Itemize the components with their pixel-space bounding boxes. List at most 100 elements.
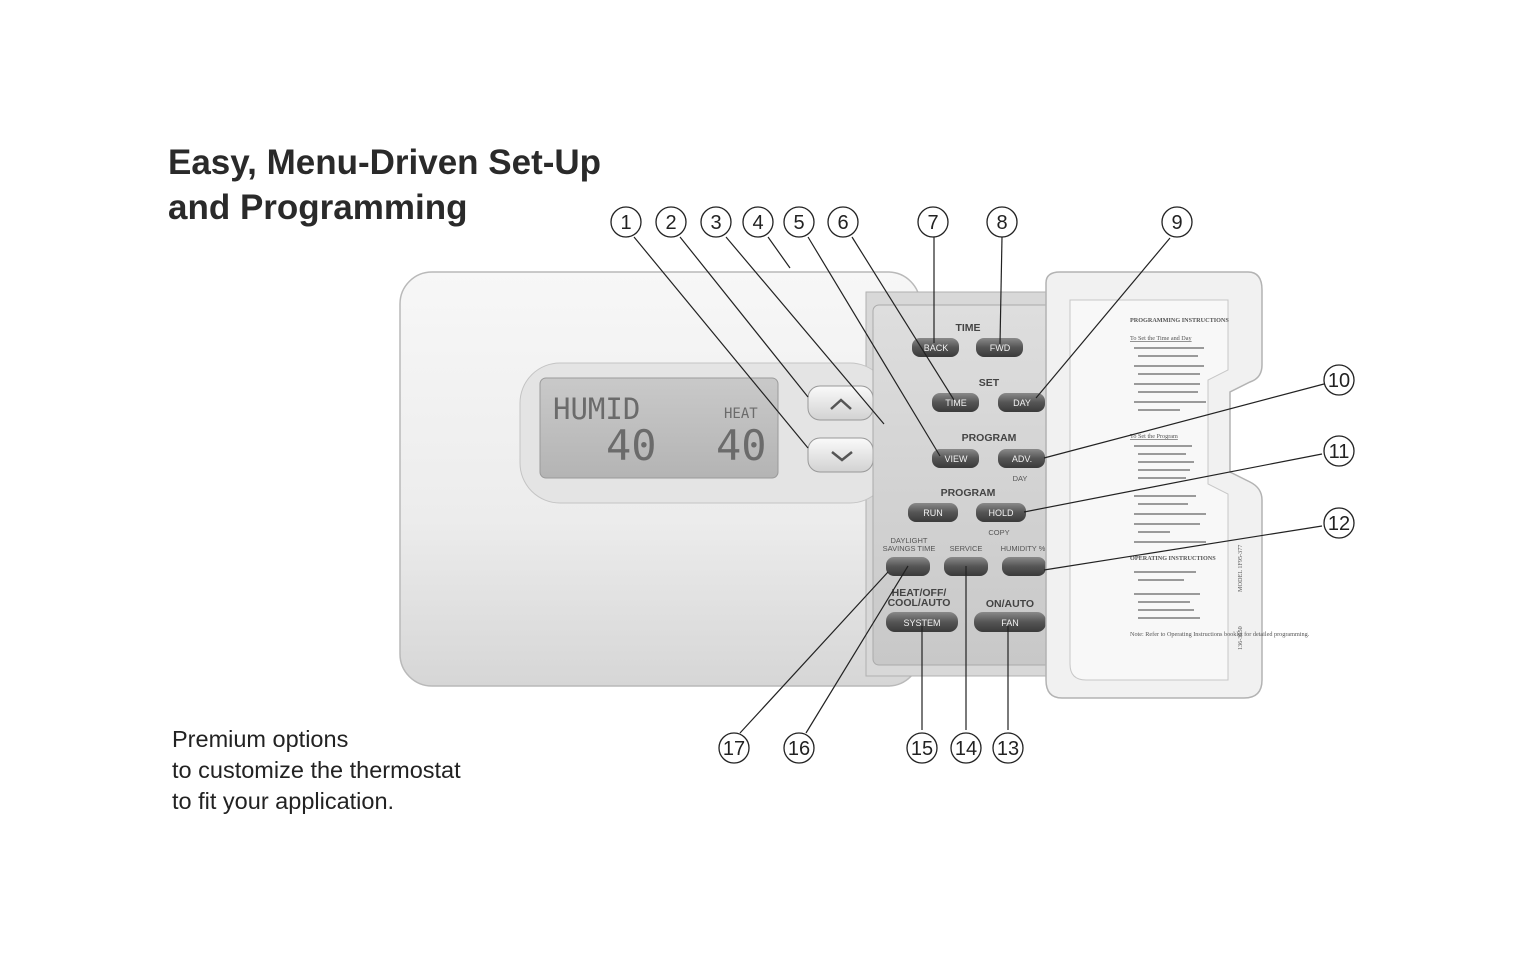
back-button-label: BACK <box>924 343 949 353</box>
callout-13: 13 <box>992 732 1024 764</box>
lcd-display: HUMID 40 HEAT 40 <box>519 362 891 504</box>
callout-10-number: 10 <box>1328 370 1350 392</box>
view-button-label: VIEW <box>944 454 968 464</box>
callout-16: 16 <box>783 732 815 764</box>
callout-11-number: 11 <box>1329 441 1350 463</box>
humidity-label: HUMIDITY % <box>1001 544 1046 553</box>
callout-5-number: 5 <box>793 212 804 234</box>
callout-15-number: 15 <box>911 738 933 760</box>
callout-2-number: 2 <box>665 212 676 234</box>
card-note: Note: Refer to Operating Instructions bo… <box>1130 631 1310 638</box>
caption-line-1: Premium options <box>172 726 349 752</box>
group-label-time: TIME <box>955 322 980 334</box>
daylight-label-2: SAVINGS TIME <box>883 544 936 553</box>
headline: Easy, Menu-Driven Set-Up and Programming <box>168 140 601 230</box>
callout-12: 12 <box>1323 507 1355 539</box>
callout-1-number: 1 <box>620 212 631 234</box>
set-day-button-label: DAY <box>1013 398 1031 408</box>
caption-line-3: to fit your application. <box>172 788 395 814</box>
headline-line-1: Easy, Menu-Driven Set-Up <box>168 143 602 182</box>
callout-7-number: 7 <box>927 212 938 234</box>
callout-3: 3 <box>700 206 732 238</box>
callout-9: 9 <box>1161 206 1193 238</box>
system-button-label: SYSTEM <box>903 618 940 628</box>
card-section-program: To Set the Program <box>1130 433 1178 440</box>
run-button[interactable]: RUN <box>908 503 958 522</box>
card-section-time-day: To Set the Time and Day <box>1130 335 1193 342</box>
callout-15: 15 <box>906 732 938 764</box>
callout-4: 4 <box>742 206 774 238</box>
callout-14-number: 14 <box>955 738 977 760</box>
callout-13-number: 13 <box>997 738 1019 760</box>
card-text-lines-2 <box>1134 445 1206 543</box>
card-text-lines-3 <box>1134 571 1200 619</box>
card-text-lines-1 <box>1134 347 1206 411</box>
lcd-heat-label: HEAT <box>724 406 758 422</box>
callout-6-number: 6 <box>837 212 848 234</box>
card-part-number: 136-3050 <box>1237 626 1244 650</box>
fan-group-label: ON/AUTO <box>986 598 1034 610</box>
callout-14: 14 <box>950 732 982 764</box>
callout-3-number: 3 <box>710 212 721 234</box>
service-label: SERVICE <box>950 544 983 553</box>
set-time-button[interactable]: TIME <box>932 393 979 412</box>
day-sublabel: DAY <box>1013 474 1028 483</box>
set-day-button[interactable]: DAY <box>998 393 1045 412</box>
instruction-card: PROGRAMMING INSTRUCTIONS To Set the Time… <box>1130 317 1310 650</box>
view-button[interactable]: VIEW <box>932 449 979 468</box>
group-label-program-2: PROGRAM <box>941 487 996 499</box>
callout-7: 7 <box>917 206 949 238</box>
fan-button-label: FAN <box>1001 618 1019 628</box>
callout-4-number: 4 <box>752 212 763 234</box>
humidity-button[interactable] <box>1002 557 1046 576</box>
lcd-humid-label: HUMID <box>553 392 640 426</box>
adv-day-button[interactable]: ADV. <box>998 449 1045 468</box>
up-arrow-button[interactable] <box>807 385 874 421</box>
lcd-heat-value: 40 <box>716 421 767 470</box>
set-time-button-label: TIME <box>945 398 967 408</box>
system-group-label-1: HEAT/OFF/ <box>892 587 947 599</box>
callout-6: 6 <box>827 206 859 238</box>
card-section-operating: OPERATING INSTRUCTIONS <box>1130 555 1216 562</box>
down-arrow-button[interactable] <box>807 437 874 473</box>
door-cover[interactable] <box>1045 271 1263 699</box>
fwd-button-label: FWD <box>990 343 1011 353</box>
hold-button-label: HOLD <box>988 508 1014 518</box>
group-label-program: PROGRAM <box>962 432 1017 444</box>
callout-5: 5 <box>783 206 815 238</box>
back-button[interactable]: BACK <box>912 338 959 357</box>
adv-day-button-label: ADV. <box>1012 454 1032 464</box>
system-group-label-2: COOL/AUTO <box>888 597 951 609</box>
callout-17-number: 17 <box>723 738 745 760</box>
lcd-humid-value: 40 <box>606 421 657 470</box>
chevron-up-icon <box>830 398 852 410</box>
callout-12-number: 12 <box>1328 513 1350 535</box>
card-title: PROGRAMMING INSTRUCTIONS <box>1130 317 1229 324</box>
callout-11: 11 <box>1323 435 1355 467</box>
leader-lines <box>633 236 1325 734</box>
callout-9-number: 9 <box>1171 212 1182 234</box>
callout-16-number: 16 <box>788 738 810 760</box>
callouts: 1 2 3 4 5 6 7 8 9 10 11 12 13 14 15 16 1… <box>610 206 1355 764</box>
copy-sublabel: COPY <box>988 528 1009 537</box>
group-label-set: SET <box>979 377 1000 389</box>
fwd-button[interactable]: FWD <box>976 338 1023 357</box>
callout-8: 8 <box>986 206 1018 238</box>
fan-button[interactable]: FAN <box>974 612 1046 632</box>
callout-17: 17 <box>718 732 750 764</box>
callout-2: 2 <box>655 206 687 238</box>
card-model-number: MODEL 1F95-377 <box>1237 545 1244 592</box>
caption: Premium options to customize the thermos… <box>172 724 461 817</box>
caption-line-2: to customize the thermostat <box>172 757 461 783</box>
run-button-label: RUN <box>923 508 943 518</box>
callout-8-number: 8 <box>996 212 1007 234</box>
system-button[interactable]: SYSTEM <box>886 612 958 632</box>
chevron-down-icon <box>831 451 853 462</box>
hold-button[interactable]: HOLD <box>976 503 1026 522</box>
callout-1: 1 <box>610 206 642 238</box>
callout-10: 10 <box>1323 364 1355 396</box>
button-panel: TIME BACK FWD SET TIME DAY PROGRAM VIEW … <box>872 304 1054 666</box>
headline-line-2: and Programming <box>168 188 468 227</box>
daylight-label-1: DAYLIGHT <box>891 536 928 545</box>
